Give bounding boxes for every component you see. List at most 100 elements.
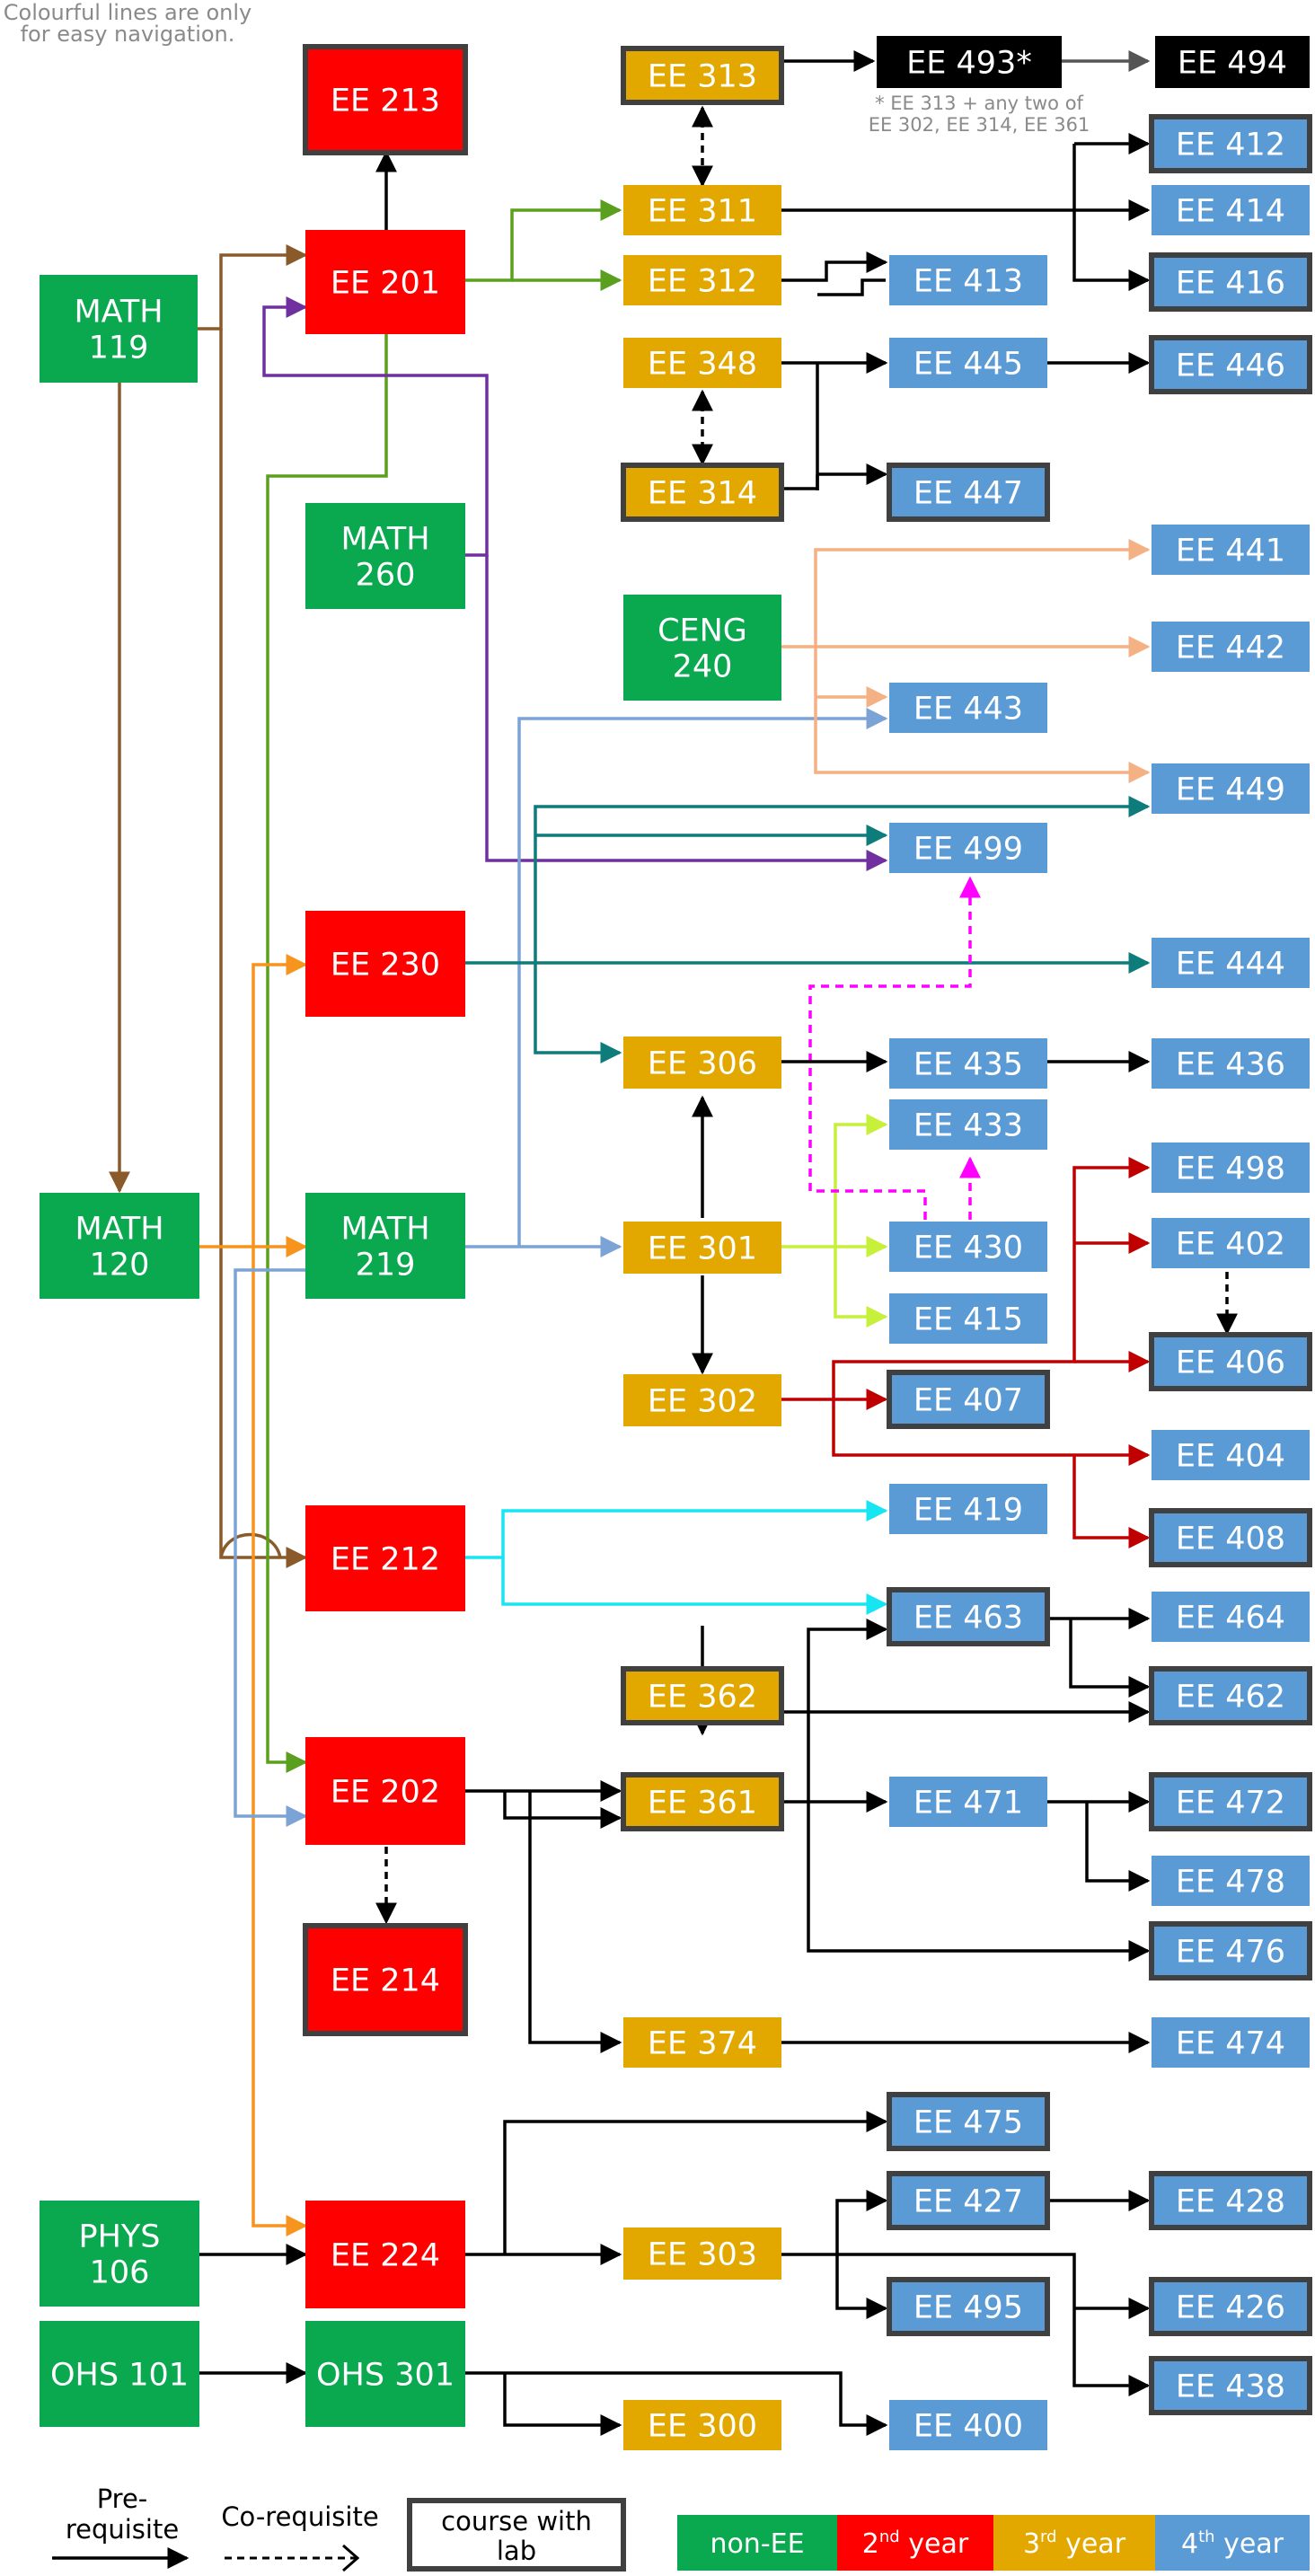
course-ee471-label: EE 471 — [913, 1786, 1023, 1822]
course-ee427: EE 427 — [887, 2171, 1050, 2230]
course-ee495-label: EE 495 — [913, 2290, 1023, 2326]
ee302-connectors — [781, 1157, 1151, 1548]
course-ohs301-box — [305, 2321, 465, 2427]
course-ee212: EE 212 — [305, 1505, 465, 1611]
legend-non-ee-label: non-EE — [710, 2528, 804, 2560]
course-ee212-box — [305, 1505, 465, 1611]
course-ee212-label: EE 212 — [331, 1542, 440, 1578]
course-ee214-label: EE 214 — [331, 1963, 440, 1999]
ceng240-connectors — [781, 539, 1151, 783]
course-ee414: EE 414 — [1152, 185, 1310, 235]
math120-connectors — [199, 954, 308, 2236]
course-ee402-box — [1152, 1218, 1310, 1268]
course-ee224-label: EE 224 — [331, 2238, 440, 2274]
course-ee428: EE 428 — [1149, 2171, 1312, 2230]
course-ee301-box — [623, 1222, 781, 1274]
legend-corequisite: Co-requisite — [221, 2501, 379, 2572]
legend-non-ee-swatch — [677, 2515, 837, 2571]
course-ee414-box — [1152, 185, 1310, 235]
legend-lab-box — [407, 2498, 626, 2572]
course-ee475: EE 475 — [887, 2092, 1050, 2151]
course-ee445-label: EE 445 — [913, 347, 1023, 383]
course-ee230: EE 230 — [305, 911, 465, 1017]
course-ee311-label: EE 311 — [648, 194, 757, 230]
course-ceng240-label-line-2: 240 — [673, 649, 733, 685]
course-ee419-label: EE 419 — [913, 1493, 1023, 1529]
course-ee445-box — [889, 338, 1047, 388]
course-ee407: EE 407 — [887, 1370, 1050, 1429]
course-ee449-label: EE 449 — [1176, 772, 1285, 808]
course-ee499: EE 499 — [889, 823, 1047, 873]
course-ee442-label: EE 442 — [1176, 631, 1285, 666]
legend-third-year-label: 3rd year — [1023, 2527, 1126, 2560]
ee430-corequisite-connectors — [808, 876, 981, 1220]
footnote-line-2: EE 302, EE 314, EE 361 — [869, 114, 1090, 136]
course-ee313-box — [621, 46, 784, 105]
course-ee201: EE 201 — [305, 230, 465, 334]
course-ee438-box — [1149, 2356, 1312, 2415]
course-ee430-box — [889, 1222, 1047, 1272]
math219-connectors — [234, 708, 888, 1827]
course-ee419: EE 419 — [889, 1484, 1047, 1534]
legend-corequisite-arrowhead — [342, 2544, 360, 2572]
course-ee476-label: EE 476 — [1176, 1935, 1285, 1971]
course-ee478-label: EE 478 — [1176, 1865, 1285, 1901]
course-ee444: EE 444 — [1152, 938, 1310, 988]
math260-connectors — [262, 296, 888, 871]
course-ee348-label: EE 348 — [648, 347, 757, 383]
course-ee476: EE 476 — [1149, 1921, 1312, 1981]
course-ee348-box — [623, 338, 781, 388]
course-ee361-box — [621, 1772, 784, 1831]
course-math260-box — [305, 503, 465, 609]
course-ee475-box — [887, 2092, 1050, 2151]
course-ee474-label: EE 474 — [1176, 2026, 1285, 2062]
course-ee303-label: EE 303 — [648, 2237, 757, 2273]
course-ee213-box — [303, 44, 468, 155]
legend-year-colors: non-EE 2nd year 3rd year 4th year — [677, 2515, 1310, 2571]
course-ee498-label: EE 498 — [1176, 1151, 1285, 1187]
legend-prerequisite: Pre- requisite — [52, 2483, 190, 2569]
course-ee446-box — [1149, 335, 1312, 394]
course-ee435: EE 435 — [889, 1038, 1047, 1089]
course-math120-box — [40, 1193, 199, 1299]
course-ee475-label: EE 475 — [913, 2105, 1023, 2141]
course-ee412: EE 412 — [1149, 114, 1312, 173]
course-ee302: EE 302 — [623, 1374, 781, 1426]
course-ee230-label: EE 230 — [331, 948, 440, 984]
course-ee478: EE 478 — [1152, 1856, 1310, 1906]
course-ee374: EE 374 — [623, 2017, 781, 2068]
course-ee202: EE 202 — [305, 1737, 465, 1845]
course-ee447-label: EE 447 — [913, 476, 1023, 512]
course-ee314: EE 314 — [621, 463, 784, 522]
course-ee493-box — [877, 36, 1062, 88]
legend-lab: course with lab — [407, 2498, 626, 2572]
course-ee400-label: EE 400 — [913, 2409, 1023, 2445]
legend: Pre- requisite Co-requisite course with … — [52, 2483, 1310, 2572]
course-ee413: EE 413 — [889, 255, 1047, 305]
note-line-2: for easy navigation. — [21, 22, 235, 47]
course-ee443: EE 443 — [889, 683, 1047, 733]
course-ee436-label: EE 436 — [1176, 1047, 1285, 1083]
course-ee412-label: EE 412 — [1176, 128, 1285, 163]
course-ee493-label: EE 493* — [906, 46, 1032, 82]
course-ee300-box — [623, 2400, 781, 2450]
course-ee311-box — [623, 185, 781, 235]
black-prerequisite-connectors — [199, 50, 1151, 2436]
math119-connectors — [109, 244, 308, 1568]
course-ee374-label: EE 374 — [648, 2026, 757, 2062]
legend-prerequisite-line-2: requisite — [66, 2514, 179, 2545]
course-ee402: EE 402 — [1152, 1218, 1310, 1268]
course-ee408-label: EE 408 — [1176, 1522, 1285, 1557]
course-ee314-label: EE 314 — [648, 476, 757, 512]
course-ee406: EE 406 — [1149, 1332, 1312, 1391]
course-ee499-box — [889, 823, 1047, 873]
course-ohs101-label: OHS 101 — [50, 2358, 189, 2394]
course-ee441-box — [1152, 525, 1310, 575]
course-ee224-box — [305, 2201, 465, 2308]
course-ee426-label: EE 426 — [1176, 2290, 1285, 2326]
course-ee495: EE 495 — [887, 2277, 1050, 2336]
course-math119-label-line-2: 119 — [89, 331, 149, 366]
